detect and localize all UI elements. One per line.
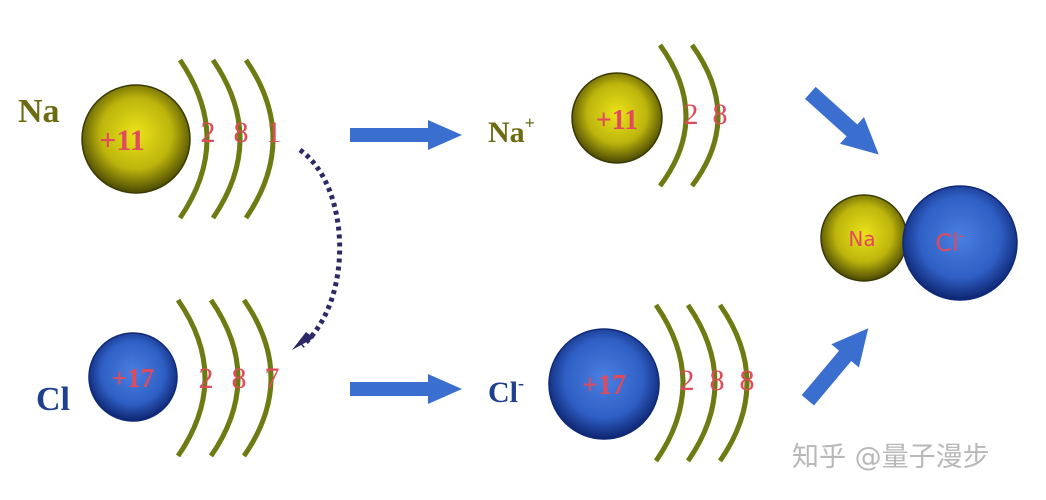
cl-combine-arrow: [801, 328, 869, 406]
cl-ionization-arrow: [350, 374, 462, 404]
na-ion-shell-electrons-1: 2: [684, 98, 699, 131]
cl-ion-shell-1: [653, 303, 686, 463]
compound-cl-charge: -: [959, 226, 965, 245]
na-shell-2: [210, 58, 243, 220]
cl-shell-electrons-2: 8: [232, 362, 247, 395]
na-shell-1: [177, 58, 210, 220]
compound-na-label: Na: [848, 227, 875, 251]
electron-transfer-arrow: [298, 147, 343, 348]
cl-ion-shell-electrons-3: 8: [740, 364, 755, 397]
na-nucleus-charge: +11: [99, 124, 144, 157]
cl-ion-shell-electrons-2: 8: [710, 364, 725, 397]
na-ion-shell-electrons-2: 8: [713, 98, 728, 131]
na-nucleus: [81, 84, 191, 194]
cl-ion: +17 2 8 8: [548, 303, 755, 463]
na-ion-nucleus: [571, 72, 663, 164]
cl-ion-shell-electrons-1: 2: [680, 364, 695, 397]
cl-ion-shell-3: [717, 303, 750, 463]
cl-shell-electrons-1: 2: [199, 362, 214, 395]
na-ion-nucleus-charge: +11: [596, 105, 638, 136]
na-atom: +11 2 8 1: [81, 58, 282, 220]
na-ion-charge: +: [524, 113, 535, 133]
na-combine-arrow: [804, 86, 879, 155]
cl-shell-2: [208, 298, 241, 458]
na-ion: +11 2 8: [571, 43, 728, 188]
cl-atom: +17 2 8 7: [88, 298, 280, 458]
compound-cl-label: Cl-: [935, 226, 964, 257]
cl-ion-charge: -: [518, 373, 524, 393]
cl-shell-3: [241, 298, 274, 458]
compound-cl-symbol: Cl: [935, 229, 958, 257]
cl-ion-label: Cl-: [488, 374, 524, 409]
cl-ion-symbol: Cl: [488, 376, 518, 409]
compound-cl-sphere: [902, 185, 1018, 301]
electron-transfer-arrowhead: [292, 332, 314, 350]
na-shell-electrons-3: 1: [267, 116, 282, 149]
cl-atom-label: Cl: [36, 381, 70, 418]
na-ion-shell-1: [657, 43, 689, 188]
cl-shell-electrons-3: 7: [265, 362, 280, 395]
na-ion-label: Na+: [488, 114, 535, 149]
na-ion-symbol: Na: [488, 116, 525, 149]
cl-nucleus: [88, 332, 178, 422]
na-ionization-arrow: [350, 120, 462, 150]
cl-nucleus-charge: +17: [112, 363, 154, 393]
cl-ion-shell-2: [685, 303, 718, 463]
na-shell-electrons-1: 2: [201, 116, 216, 149]
cl-ion-nucleus: [548, 328, 660, 440]
cl-shell-1: [175, 298, 208, 458]
na-ion-shell-2: [689, 43, 721, 188]
na-shell-electrons-2: 8: [234, 116, 249, 149]
na-atom-label: Na: [18, 93, 60, 130]
cl-ion-nucleus-charge: +17: [582, 370, 626, 401]
na-shell-3: [243, 58, 276, 220]
watermark: 知乎 @量子漫步: [792, 442, 990, 473]
nacl-compound: Na Cl-: [820, 185, 1018, 301]
